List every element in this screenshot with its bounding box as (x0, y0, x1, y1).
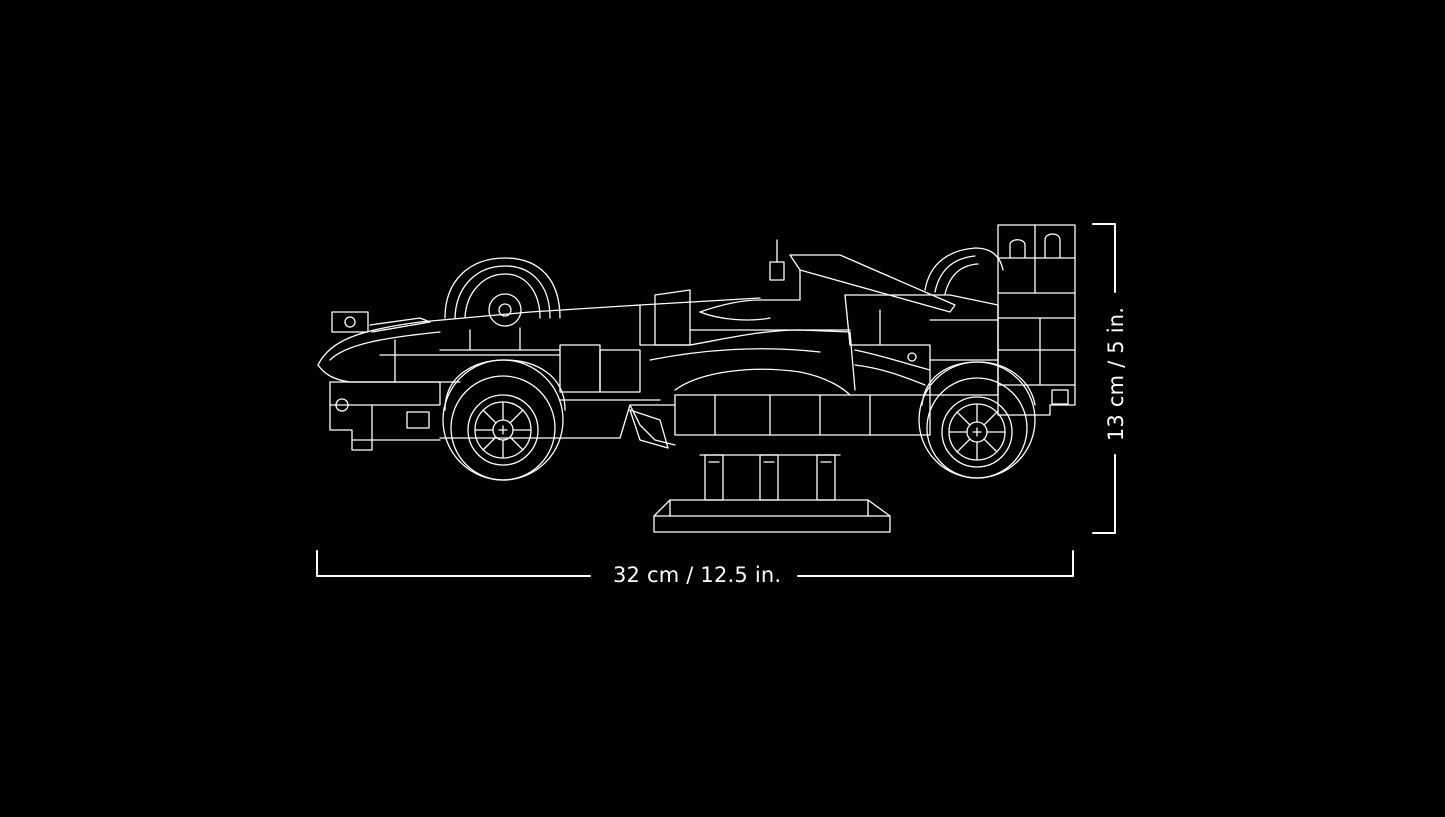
rear-wing (997, 224, 1076, 416)
front-wheel-far (444, 257, 561, 327)
width-dimension-label: 32 cm / 12.5 in. (613, 563, 782, 587)
height-dimension-label: 13 cm / 5 in. (1104, 306, 1128, 442)
height-dimension-line (1092, 223, 1116, 534)
rear-wheel-far (924, 247, 1004, 295)
rear-wheel (918, 361, 1036, 479)
car-body (317, 239, 999, 451)
front-wheel-spokes (474, 401, 532, 459)
front-wheel (442, 359, 566, 481)
width-dimension-line (316, 550, 1074, 577)
display-stand (653, 454, 891, 533)
rear-wheel-spokes (948, 403, 1006, 461)
